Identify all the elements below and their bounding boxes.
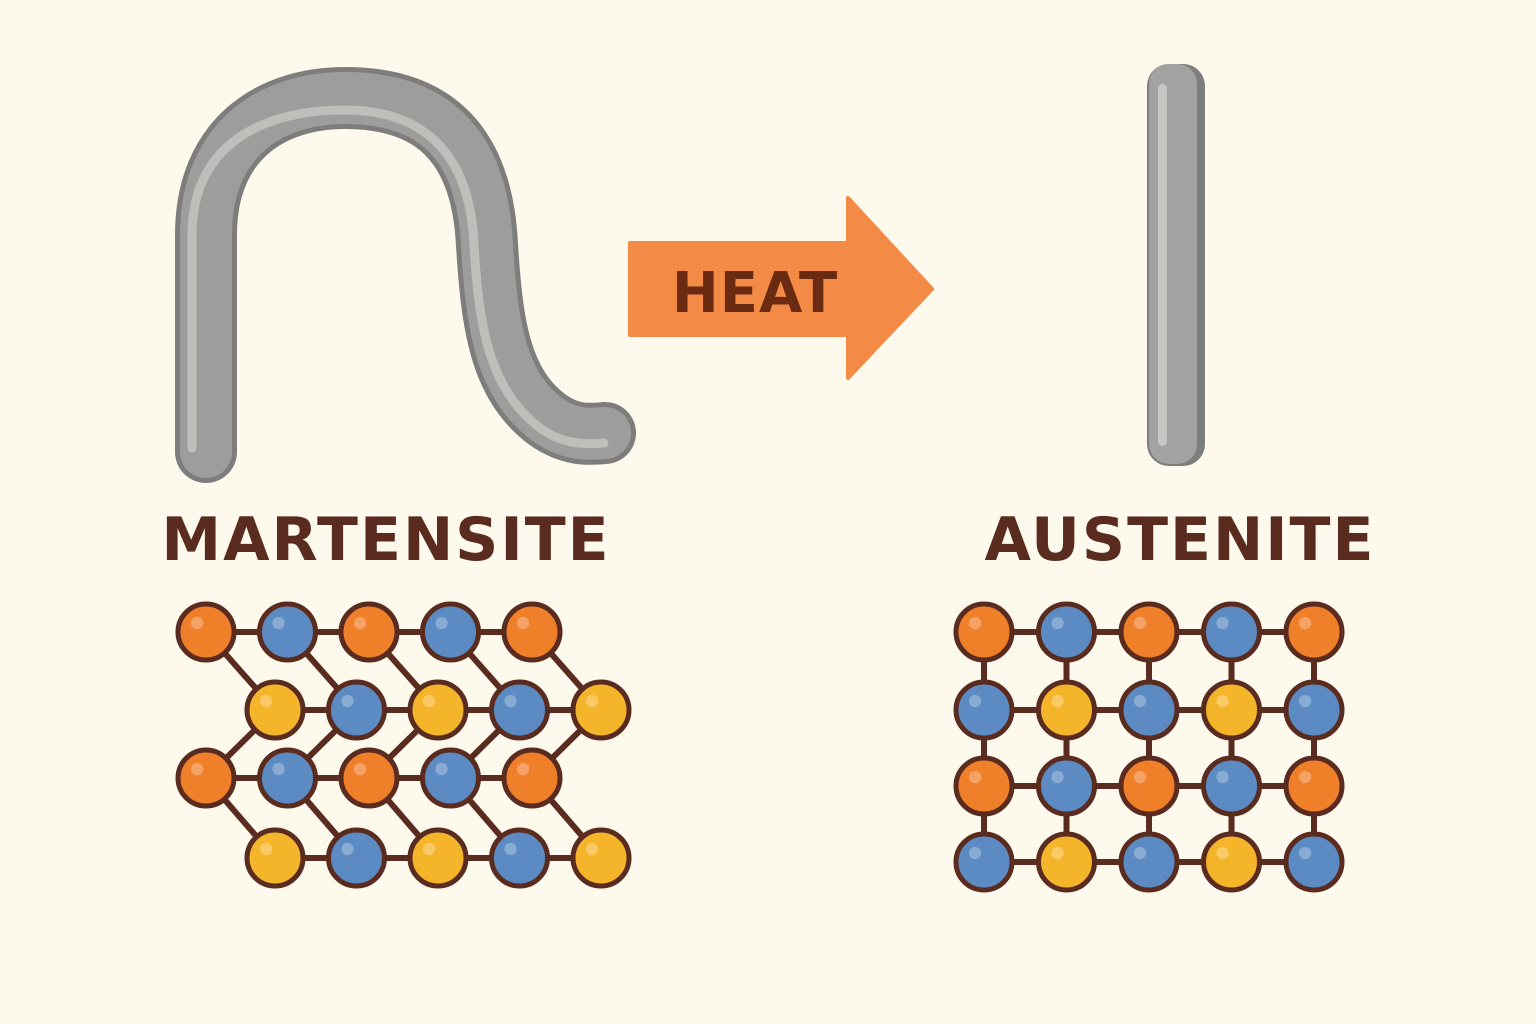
austenite-atom-blue <box>1036 755 1097 817</box>
martensite-atom-yellow <box>244 679 306 741</box>
martensite-atom-orange <box>175 601 237 663</box>
austenite-bonds <box>981 629 1317 865</box>
austenite-lattice <box>953 601 1345 893</box>
martensite-lattice <box>175 601 632 889</box>
martensite-atom-blue <box>489 679 550 741</box>
martensite-atom-yellow <box>407 827 469 889</box>
heat-arrow: HEAT <box>628 196 934 380</box>
martensite-atom-blue <box>420 601 481 663</box>
martensite-atom-blue <box>326 827 387 889</box>
austenite-atom-orange <box>1283 601 1345 663</box>
martensite-atoms <box>175 601 632 889</box>
austenite-atom-orange <box>1283 755 1345 817</box>
austenite-atom-blue <box>1118 831 1180 893</box>
martensite-label: MARTENSITE <box>161 505 610 575</box>
martensite-bent-wire <box>175 67 636 483</box>
martensite-atom-orange <box>338 747 400 809</box>
martensite-atom-yellow <box>244 827 306 889</box>
austenite-atom-yellow <box>1036 831 1097 893</box>
martensite-atom-orange <box>501 747 563 809</box>
martensite-atom-blue <box>489 827 550 889</box>
austenite-atoms <box>953 601 1345 893</box>
martensite-bonds <box>203 629 604 861</box>
heat-label: HEAT <box>672 261 838 326</box>
austenite-atom-blue <box>1036 601 1097 663</box>
austenite-atom-orange <box>1118 755 1180 817</box>
martensite-atom-yellow <box>570 679 632 741</box>
austenite-straight-wire <box>1147 64 1205 466</box>
austenite-atom-orange <box>953 755 1015 817</box>
martensite-atom-yellow <box>570 827 632 889</box>
austenite-atom-blue <box>1283 831 1345 893</box>
austenite-atom-orange <box>1118 601 1180 663</box>
martensite-atom-orange <box>501 601 563 663</box>
martensite-atom-blue <box>257 747 318 809</box>
austenite-label: AUSTENITE <box>985 505 1376 575</box>
austenite-atom-yellow <box>1201 831 1262 893</box>
austenite-atom-blue <box>953 679 1015 741</box>
martensite-atom-yellow <box>407 679 469 741</box>
martensite-atom-orange <box>175 747 237 809</box>
austenite-atom-blue <box>1283 679 1345 741</box>
austenite-atom-blue <box>1118 679 1180 741</box>
austenite-atom-blue <box>1201 601 1262 663</box>
austenite-atom-yellow <box>1036 679 1097 741</box>
martensite-atom-blue <box>420 747 481 809</box>
austenite-atom-blue <box>1201 755 1262 817</box>
martensite-atom-blue <box>257 601 318 663</box>
austenite-atom-orange <box>953 601 1015 663</box>
austenite-atom-blue <box>953 831 1015 893</box>
martensite-atom-orange <box>338 601 400 663</box>
martensite-atom-blue <box>326 679 387 741</box>
austenite-atom-yellow <box>1201 679 1262 741</box>
